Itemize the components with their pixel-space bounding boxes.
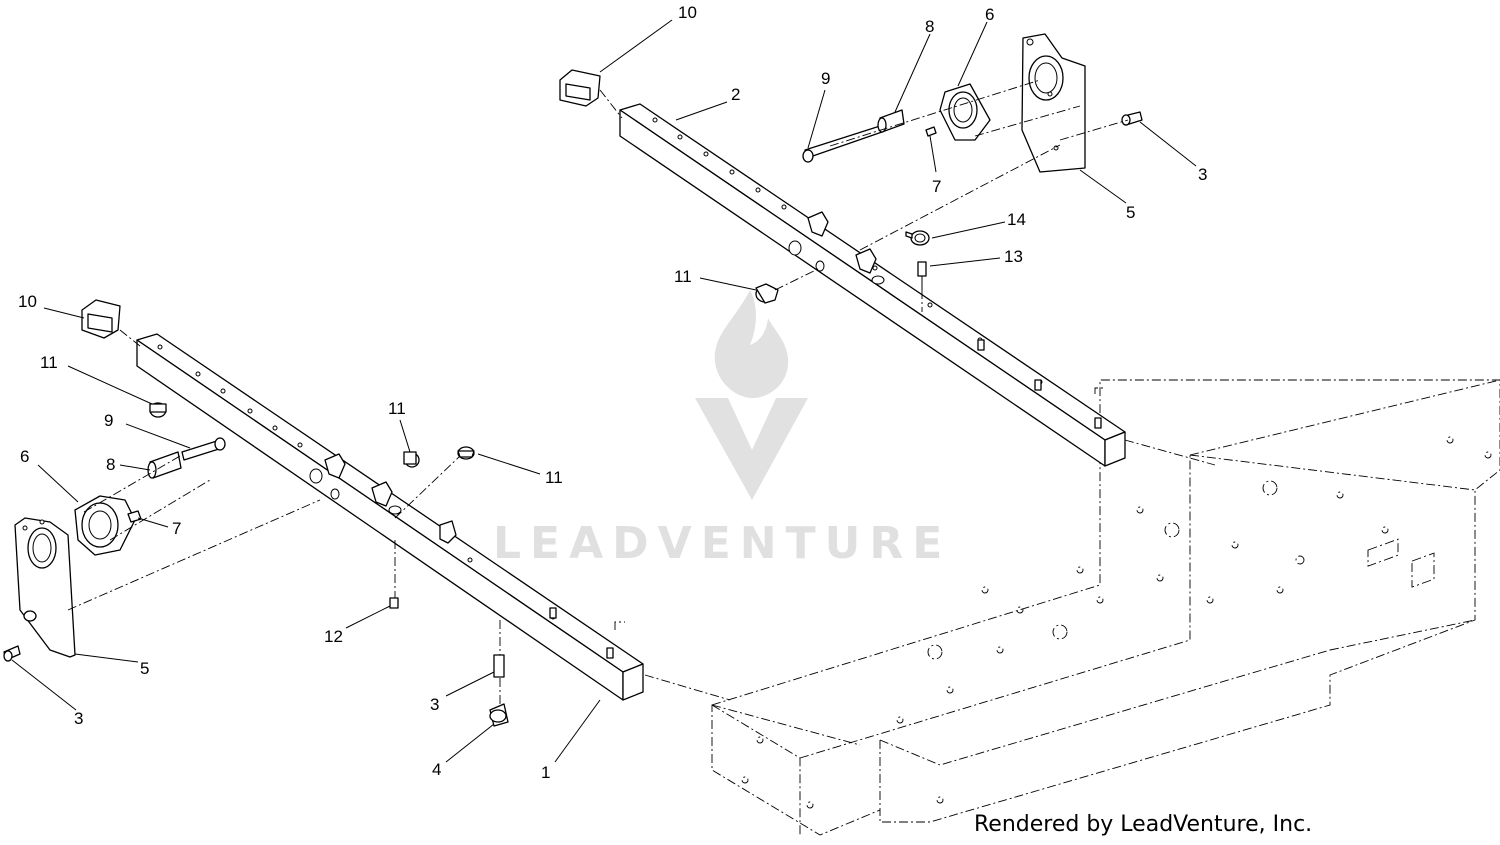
callout-front-plug-a: 11 (40, 353, 58, 372)
callout-front-bottom-bolt: 3 (430, 695, 439, 714)
rear-hardware (755, 33, 1143, 304)
callout-front-bracket: 5 (140, 659, 149, 678)
watermark-text: LEADVENTURE (493, 518, 951, 569)
callout-labels: 10 2 9 8 6 7 3 5 14 13 11 10 11 9 6 8 7 … (18, 3, 1207, 782)
callout-rear-spacer: 8 (925, 17, 934, 36)
callout-rear-bolt: 9 (821, 69, 830, 88)
callout-rear-end-cap: 10 (678, 3, 697, 22)
chassis-frame (711, 379, 1500, 836)
front-alignment-lines (67, 329, 731, 706)
rear-end-cap (559, 69, 601, 107)
callout-front-bar: 1 (541, 763, 550, 782)
leader-lines (11, 19, 1197, 763)
rear-alignment-lines (599, 79, 1216, 466)
callout-front-plug-b: 11 (388, 399, 406, 418)
rear-axle-bar (619, 103, 1126, 467)
callout-rear-pin: 13 (1004, 247, 1023, 266)
front-axle-bar (136, 333, 644, 701)
callout-rear-bracket: 5 (1126, 203, 1135, 222)
watermark-flame-icon (714, 290, 789, 398)
callout-front-bumper: 4 (432, 760, 441, 779)
front-hardware (3, 402, 509, 727)
callout-front-plug-c: 11 (545, 468, 563, 487)
watermark-v-mark-icon (695, 398, 808, 500)
callout-front-bracket-bolt: 3 (74, 709, 83, 728)
callout-front-bolt: 9 (104, 411, 113, 430)
callout-rear-bracket-bolt: 3 (1198, 165, 1207, 184)
callout-front-fastener: 12 (324, 627, 343, 646)
callout-front-screw: 7 (172, 519, 181, 538)
callout-rear-plug: 11 (674, 267, 692, 286)
callout-front-end-cap: 10 (18, 292, 37, 311)
callout-rear-bar: 2 (731, 85, 740, 104)
render-credit: Rendered by LeadVenture, Inc. (974, 812, 1313, 837)
callout-rear-screw: 7 (932, 177, 941, 196)
callout-rear-bearing: 6 (985, 5, 994, 24)
watermark: LEADVENTURE (493, 290, 951, 569)
callout-front-bearing: 6 (20, 447, 29, 466)
front-end-cap (81, 299, 121, 339)
callout-rear-clamp: 14 (1007, 210, 1026, 229)
callout-front-spacer: 8 (106, 455, 115, 474)
